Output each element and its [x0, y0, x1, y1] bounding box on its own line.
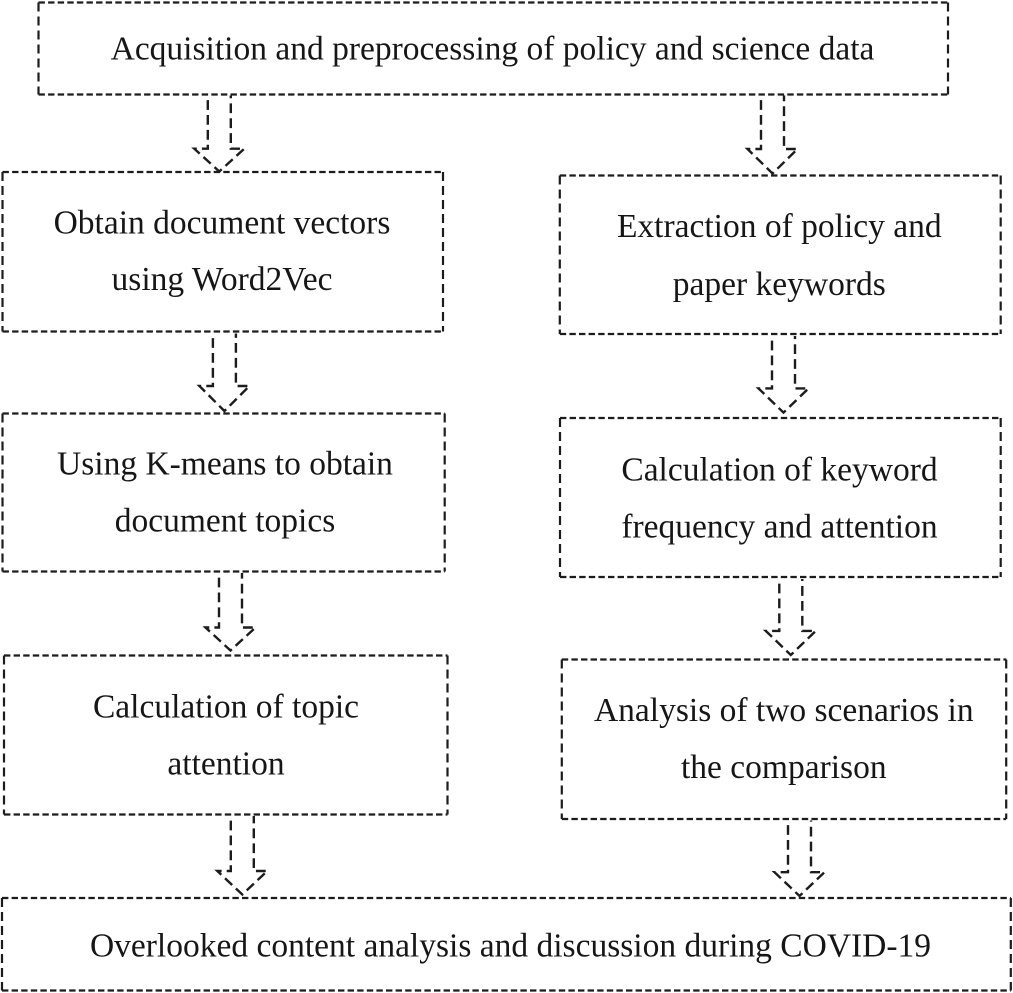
svg-text:Using K-means to obtain: Using K-means to obtain — [57, 446, 393, 483]
svg-text:Obtain document vectors: Obtain document vectors — [54, 205, 391, 242]
svg-text:Overlooked content analysis an: Overlooked content analysis and discussi… — [90, 928, 931, 965]
svg-text:the comparison: the comparison — [681, 749, 887, 786]
svg-text:document topics: document topics — [115, 503, 336, 540]
svg-text:Acquisition and preprocessing: Acquisition and preprocessing of policy … — [111, 31, 875, 68]
svg-text:Analysis of two scenarios in: Analysis of two scenarios in — [594, 692, 974, 729]
svg-text:Extraction of policy and: Extraction of policy and — [617, 208, 942, 245]
svg-text:frequency and attention: frequency and attention — [621, 509, 938, 546]
svg-text:using Word2Vec: using Word2Vec — [112, 261, 333, 298]
svg-text:Calculation of keyword: Calculation of keyword — [621, 452, 938, 489]
svg-text:paper keywords: paper keywords — [673, 266, 886, 303]
svg-text:Calculation of topic: Calculation of topic — [93, 689, 359, 726]
svg-text:attention: attention — [167, 746, 284, 783]
